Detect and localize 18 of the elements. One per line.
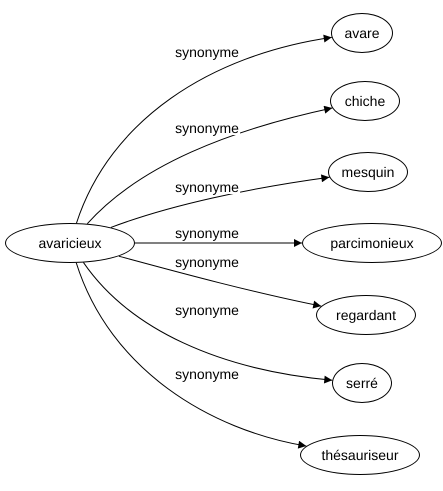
word-label: thésauriseur (321, 447, 399, 463)
arrow (76, 34, 332, 224)
arrow (76, 262, 307, 448)
arrow (134, 239, 302, 247)
word-label: serré (346, 375, 378, 391)
word-label: avare (344, 25, 380, 41)
word-label: chiche (344, 93, 386, 109)
word-label: avaricieux (38, 235, 102, 251)
arrow (110, 174, 330, 228)
arrow (83, 262, 333, 384)
word-label: parcimonieux (330, 235, 414, 251)
word-label: mesquin (342, 164, 394, 180)
arrow (86, 106, 333, 224)
word-ellipse (316, 295, 416, 335)
arrow (118, 256, 322, 308)
word-label: regardant (336, 307, 396, 323)
word-ellipse (300, 435, 420, 475)
word-ellipse (330, 81, 400, 121)
